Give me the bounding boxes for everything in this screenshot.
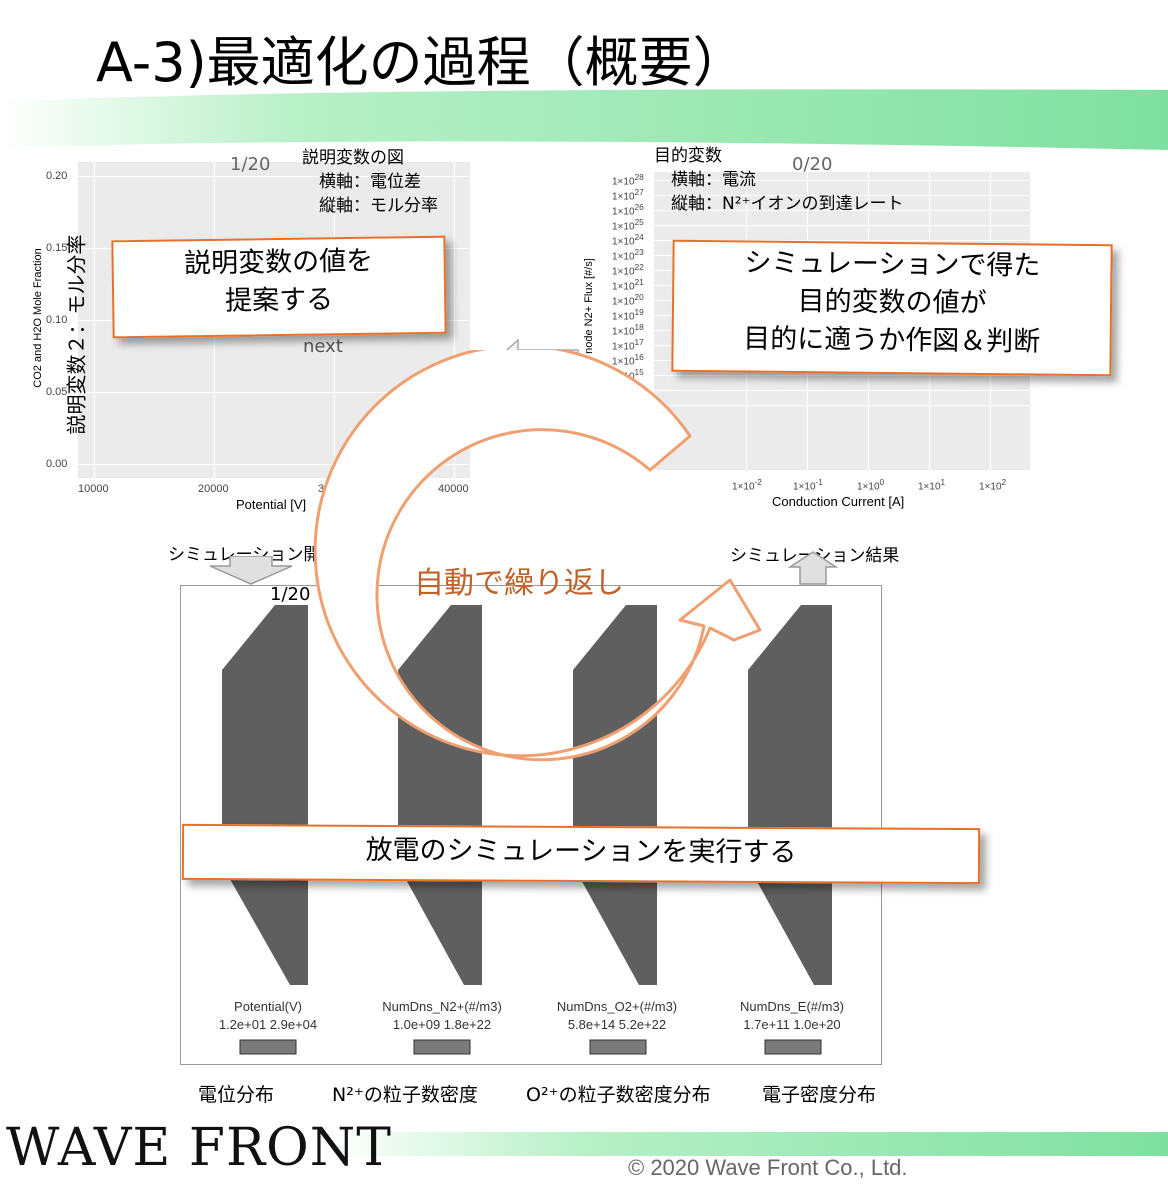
left-ytick: 0.20 bbox=[46, 170, 68, 182]
right-ytick: 1×1016 bbox=[612, 352, 644, 368]
right-ytick: 1×1023 bbox=[612, 247, 644, 263]
left-ylabel-overlay: 説明変数２：モル分率 bbox=[64, 234, 89, 435]
right-xtick: 1×100 bbox=[857, 477, 885, 493]
loop-label: 自動で繰り返し bbox=[414, 566, 624, 601]
left-ylabel: CO2 and H2O Mole Fraction bbox=[32, 248, 44, 388]
n2-density-map-shape bbox=[398, 605, 482, 985]
sim-iteration-counter: 1/20 bbox=[270, 584, 311, 605]
right-ytick: 1×1021 bbox=[612, 277, 644, 293]
electron-density-label: 電子密度分布 bbox=[762, 1084, 877, 1106]
judge-callout: シミュレーションで得た 目的変数の値が 目的に適うか作図＆判断 bbox=[671, 239, 1113, 377]
right-plot-note: 目的変数 横軸：電流 縦軸：N²⁺イオンの到達レート bbox=[654, 146, 904, 214]
color-bars bbox=[239, 1039, 822, 1055]
left-ytick: 0.10 bbox=[46, 314, 68, 326]
right-ytick: 1×1020 bbox=[612, 292, 644, 308]
legend-range: 1.7e+11 1.0e+20 bbox=[743, 1017, 841, 1032]
left-ytick: 0.15 bbox=[46, 242, 68, 254]
header-band bbox=[0, 89, 1168, 150]
page-title: A-3)最適化の過程（概要） bbox=[96, 31, 747, 94]
right-ytick: 1×1019 bbox=[612, 307, 644, 323]
right-xtick: 1×10-1 bbox=[793, 477, 823, 493]
loop-arrow bbox=[313, 350, 762, 762]
left-xtick: 10000 bbox=[78, 483, 109, 495]
right-ytick: 1×1022 bbox=[612, 262, 644, 278]
propose-callout: 説明変数の値を 提案する bbox=[111, 235, 447, 339]
right-iteration-counter: 0/20 bbox=[792, 154, 833, 175]
right-ytick: 1×1025 bbox=[612, 217, 644, 233]
down-arrow bbox=[209, 556, 293, 585]
legend-range: 5.8e+14 5.2e+22 bbox=[567, 1017, 667, 1032]
legend-name: NumDns_O2+(#/m3) bbox=[556, 999, 678, 1014]
right-ytick: 1×1017 bbox=[612, 337, 644, 353]
copyright: © 2020 Wave Front Co., Ltd. bbox=[628, 1155, 908, 1180]
right-ytick: 1×1018 bbox=[612, 322, 644, 338]
right-ytick: 1×1028 bbox=[612, 172, 644, 188]
right-ytick: 1×1027 bbox=[612, 187, 644, 203]
o2-density-map-shape bbox=[573, 605, 657, 985]
left-xtick: 20000 bbox=[198, 483, 229, 495]
field-maps bbox=[222, 605, 832, 985]
legend-range: 1.0e+09 1.8e+22 bbox=[392, 1017, 492, 1032]
right-xtick: 1×102 bbox=[979, 477, 1007, 493]
right-xlabel: Conduction Current [A] bbox=[772, 494, 905, 509]
left-ytick: 0.00 bbox=[46, 458, 68, 470]
potential-distribution-label: 電位分布 bbox=[198, 1084, 275, 1106]
up-arrow bbox=[788, 551, 838, 585]
execute-callout: 放電のシミュレーションを実行する bbox=[181, 823, 981, 885]
legend-name: NumDns_N2+(#/m3) bbox=[382, 999, 502, 1014]
o2-density-label: O²⁺の粒子数密度分布 bbox=[526, 1084, 711, 1106]
footer-band bbox=[330, 1132, 1168, 1156]
sim-start-label: シミュレーション開始 bbox=[168, 545, 338, 565]
left-ytick: 0.05 bbox=[46, 386, 68, 398]
electron-density-map-shape bbox=[748, 605, 832, 985]
legend-name: NumDns_E(#/m3) bbox=[739, 999, 845, 1014]
legend-name: Potential(V) bbox=[234, 999, 302, 1014]
wave-front-logo: WAVE FRONT bbox=[6, 1118, 392, 1178]
right-ytick: 1×1026 bbox=[612, 202, 644, 218]
legend-range: 1.2e+01 2.9e+04 bbox=[218, 1017, 318, 1032]
right-xtick: 1×10-2 bbox=[732, 477, 762, 493]
left-xlabel: Potential [V] bbox=[236, 497, 307, 512]
left-xtick: 40000 bbox=[438, 483, 469, 495]
left-plot-note: 説明変数の図 横軸：電位差 縦軸：モル分率 bbox=[302, 148, 438, 216]
next-label: next bbox=[303, 336, 343, 357]
right-xtick: 1×101 bbox=[918, 477, 946, 493]
n2-density-label: N²⁺の粒子数密度 bbox=[332, 1084, 478, 1106]
left-iteration-counter: 1/20 bbox=[230, 154, 271, 175]
potential-map-shape bbox=[222, 605, 308, 985]
right-ytick: 1×1024 bbox=[612, 232, 644, 248]
